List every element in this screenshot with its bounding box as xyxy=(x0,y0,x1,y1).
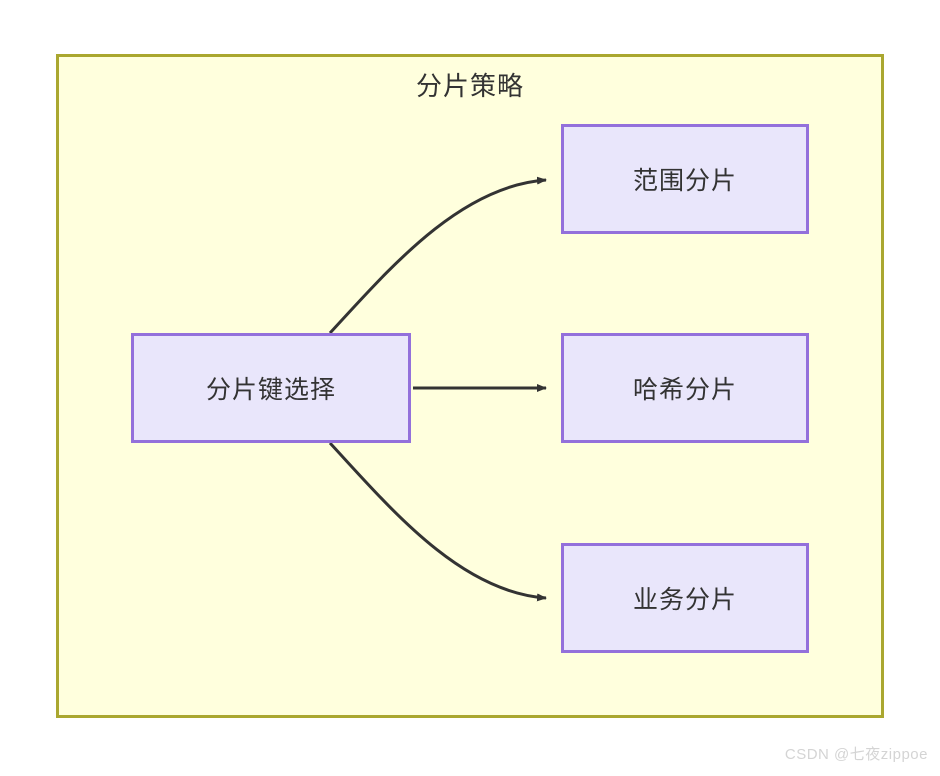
node-shard-key-selection[interactable]: 分片键选择 xyxy=(131,333,411,443)
node-label: 范围分片 xyxy=(632,167,737,195)
group-title: 分片策略 xyxy=(415,71,524,101)
node-label: 哈希分片 xyxy=(632,376,737,404)
node-label: 业务分片 xyxy=(632,586,737,614)
node-label: 分片键选择 xyxy=(205,376,336,404)
watermark-text: CSDN @七夜zippoe xyxy=(784,746,928,763)
node-hash-sharding[interactable]: 哈希分片 xyxy=(561,333,809,443)
node-business-sharding[interactable]: 业务分片 xyxy=(561,543,809,653)
node-range-sharding[interactable]: 范围分片 xyxy=(561,124,809,234)
